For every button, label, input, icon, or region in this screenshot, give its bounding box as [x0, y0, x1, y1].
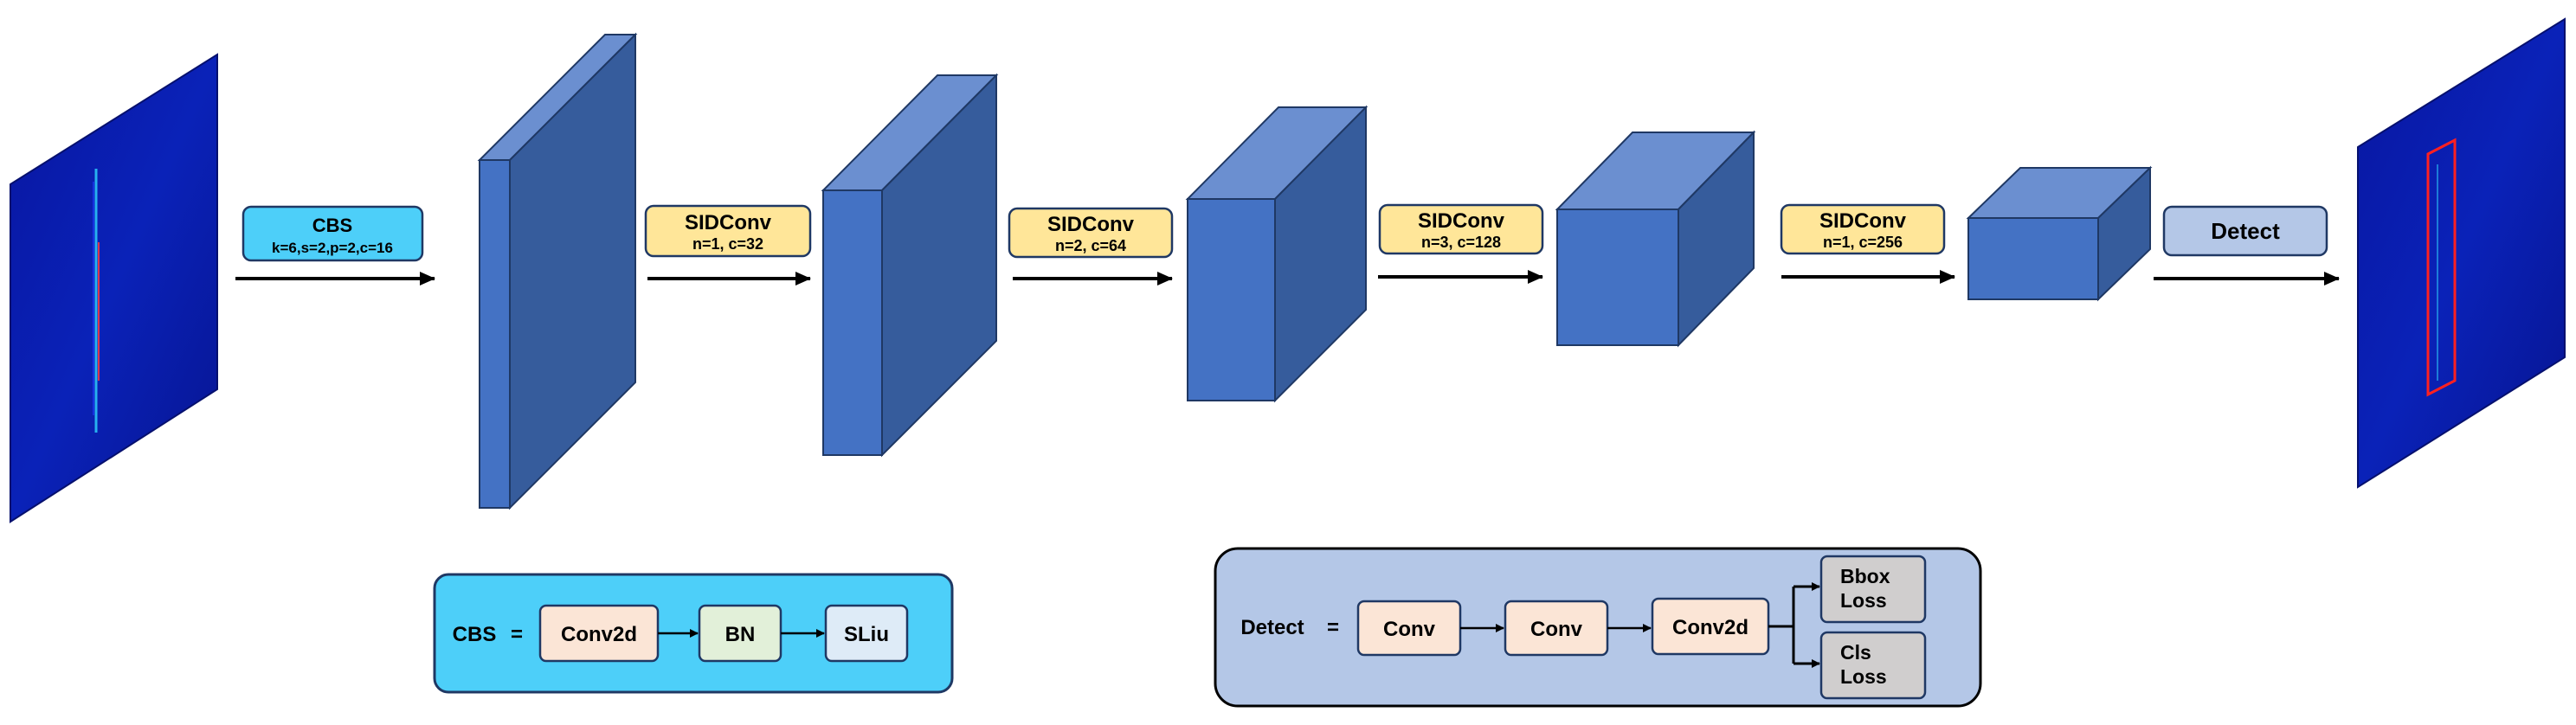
pipeline-label-sidconv-2: SIDConv n=2, c=64 [1008, 207, 1174, 259]
pipeline-label-detect: Detect [2162, 205, 2328, 257]
bbox-loss-line1: Bbox [1840, 565, 1890, 587]
detect-legend-equals: = [1327, 616, 1339, 639]
input-spectrogram-image [10, 53, 218, 523]
detection-bbox [2426, 138, 2457, 397]
pipeline-arrows [235, 270, 2340, 286]
output-spectrogram-image [2357, 17, 2566, 489]
bbox-loss-line2: Loss [1840, 589, 1887, 612]
pipeline-label-sidconv-4: SIDConv n=1, c=256 [1780, 203, 1946, 255]
pipeline-label-sidconv-1: SIDConv n=1, c=32 [644, 204, 812, 258]
cbs-params: k=6,s=2,p=2,c=16 [272, 240, 393, 256]
cls-loss-line2: Loss [1840, 665, 1887, 688]
detect-block-conv-2: Conv [1530, 618, 1583, 641]
sidconv-1-params: n=1, c=32 [692, 235, 763, 253]
detect-branch-arrows [1768, 582, 1820, 668]
sidconv-4-params: n=1, c=256 [1823, 234, 1903, 251]
feature-cube-2 [821, 73, 999, 458]
pipeline-label-sidconv-3: SIDConv n=3, c=128 [1378, 203, 1544, 255]
cbs-legend-equals: = [511, 623, 523, 646]
cbs-block-bn: BN [725, 623, 756, 646]
sidconv-2-title: SIDConv [1047, 213, 1135, 236]
cbs-block-sliu: SLiu [844, 623, 889, 646]
sidconv-1-title: SIDConv [685, 211, 772, 234]
detect-legend-label: Detect [1240, 616, 1304, 639]
sidconv-4-title: SIDConv [1819, 209, 1907, 233]
cbs-title: CBS [312, 215, 352, 236]
sidconv-3-params: n=3, c=128 [1421, 234, 1501, 251]
feature-cube-3 [1185, 105, 1368, 403]
detect-block-conv2d: Conv2d [1672, 616, 1748, 639]
pipeline-label-cbs: CBS k=6,s=2,p=2,c=16 [242, 205, 424, 262]
feature-cube-4 [1555, 130, 1756, 348]
sidconv-3-title: SIDConv [1418, 209, 1505, 233]
detect-legend-panel: Detect = Conv Conv Conv2d Bbox Loss Cls … [1214, 547, 1982, 708]
cls-loss-line1: Cls [1840, 641, 1871, 664]
detect-title: Detect [2211, 218, 2280, 244]
sidconv-2-params: n=2, c=64 [1055, 237, 1126, 254]
feature-cube-1 [477, 32, 638, 510]
cbs-legend-label: CBS [453, 623, 497, 646]
cbs-block-conv2d: Conv2d [561, 623, 637, 646]
detect-block-conv-1: Conv [1383, 618, 1436, 641]
feature-cube-5 [1966, 165, 2153, 302]
cbs-legend-panel: CBS = Conv2d BN SLiu [433, 573, 954, 694]
